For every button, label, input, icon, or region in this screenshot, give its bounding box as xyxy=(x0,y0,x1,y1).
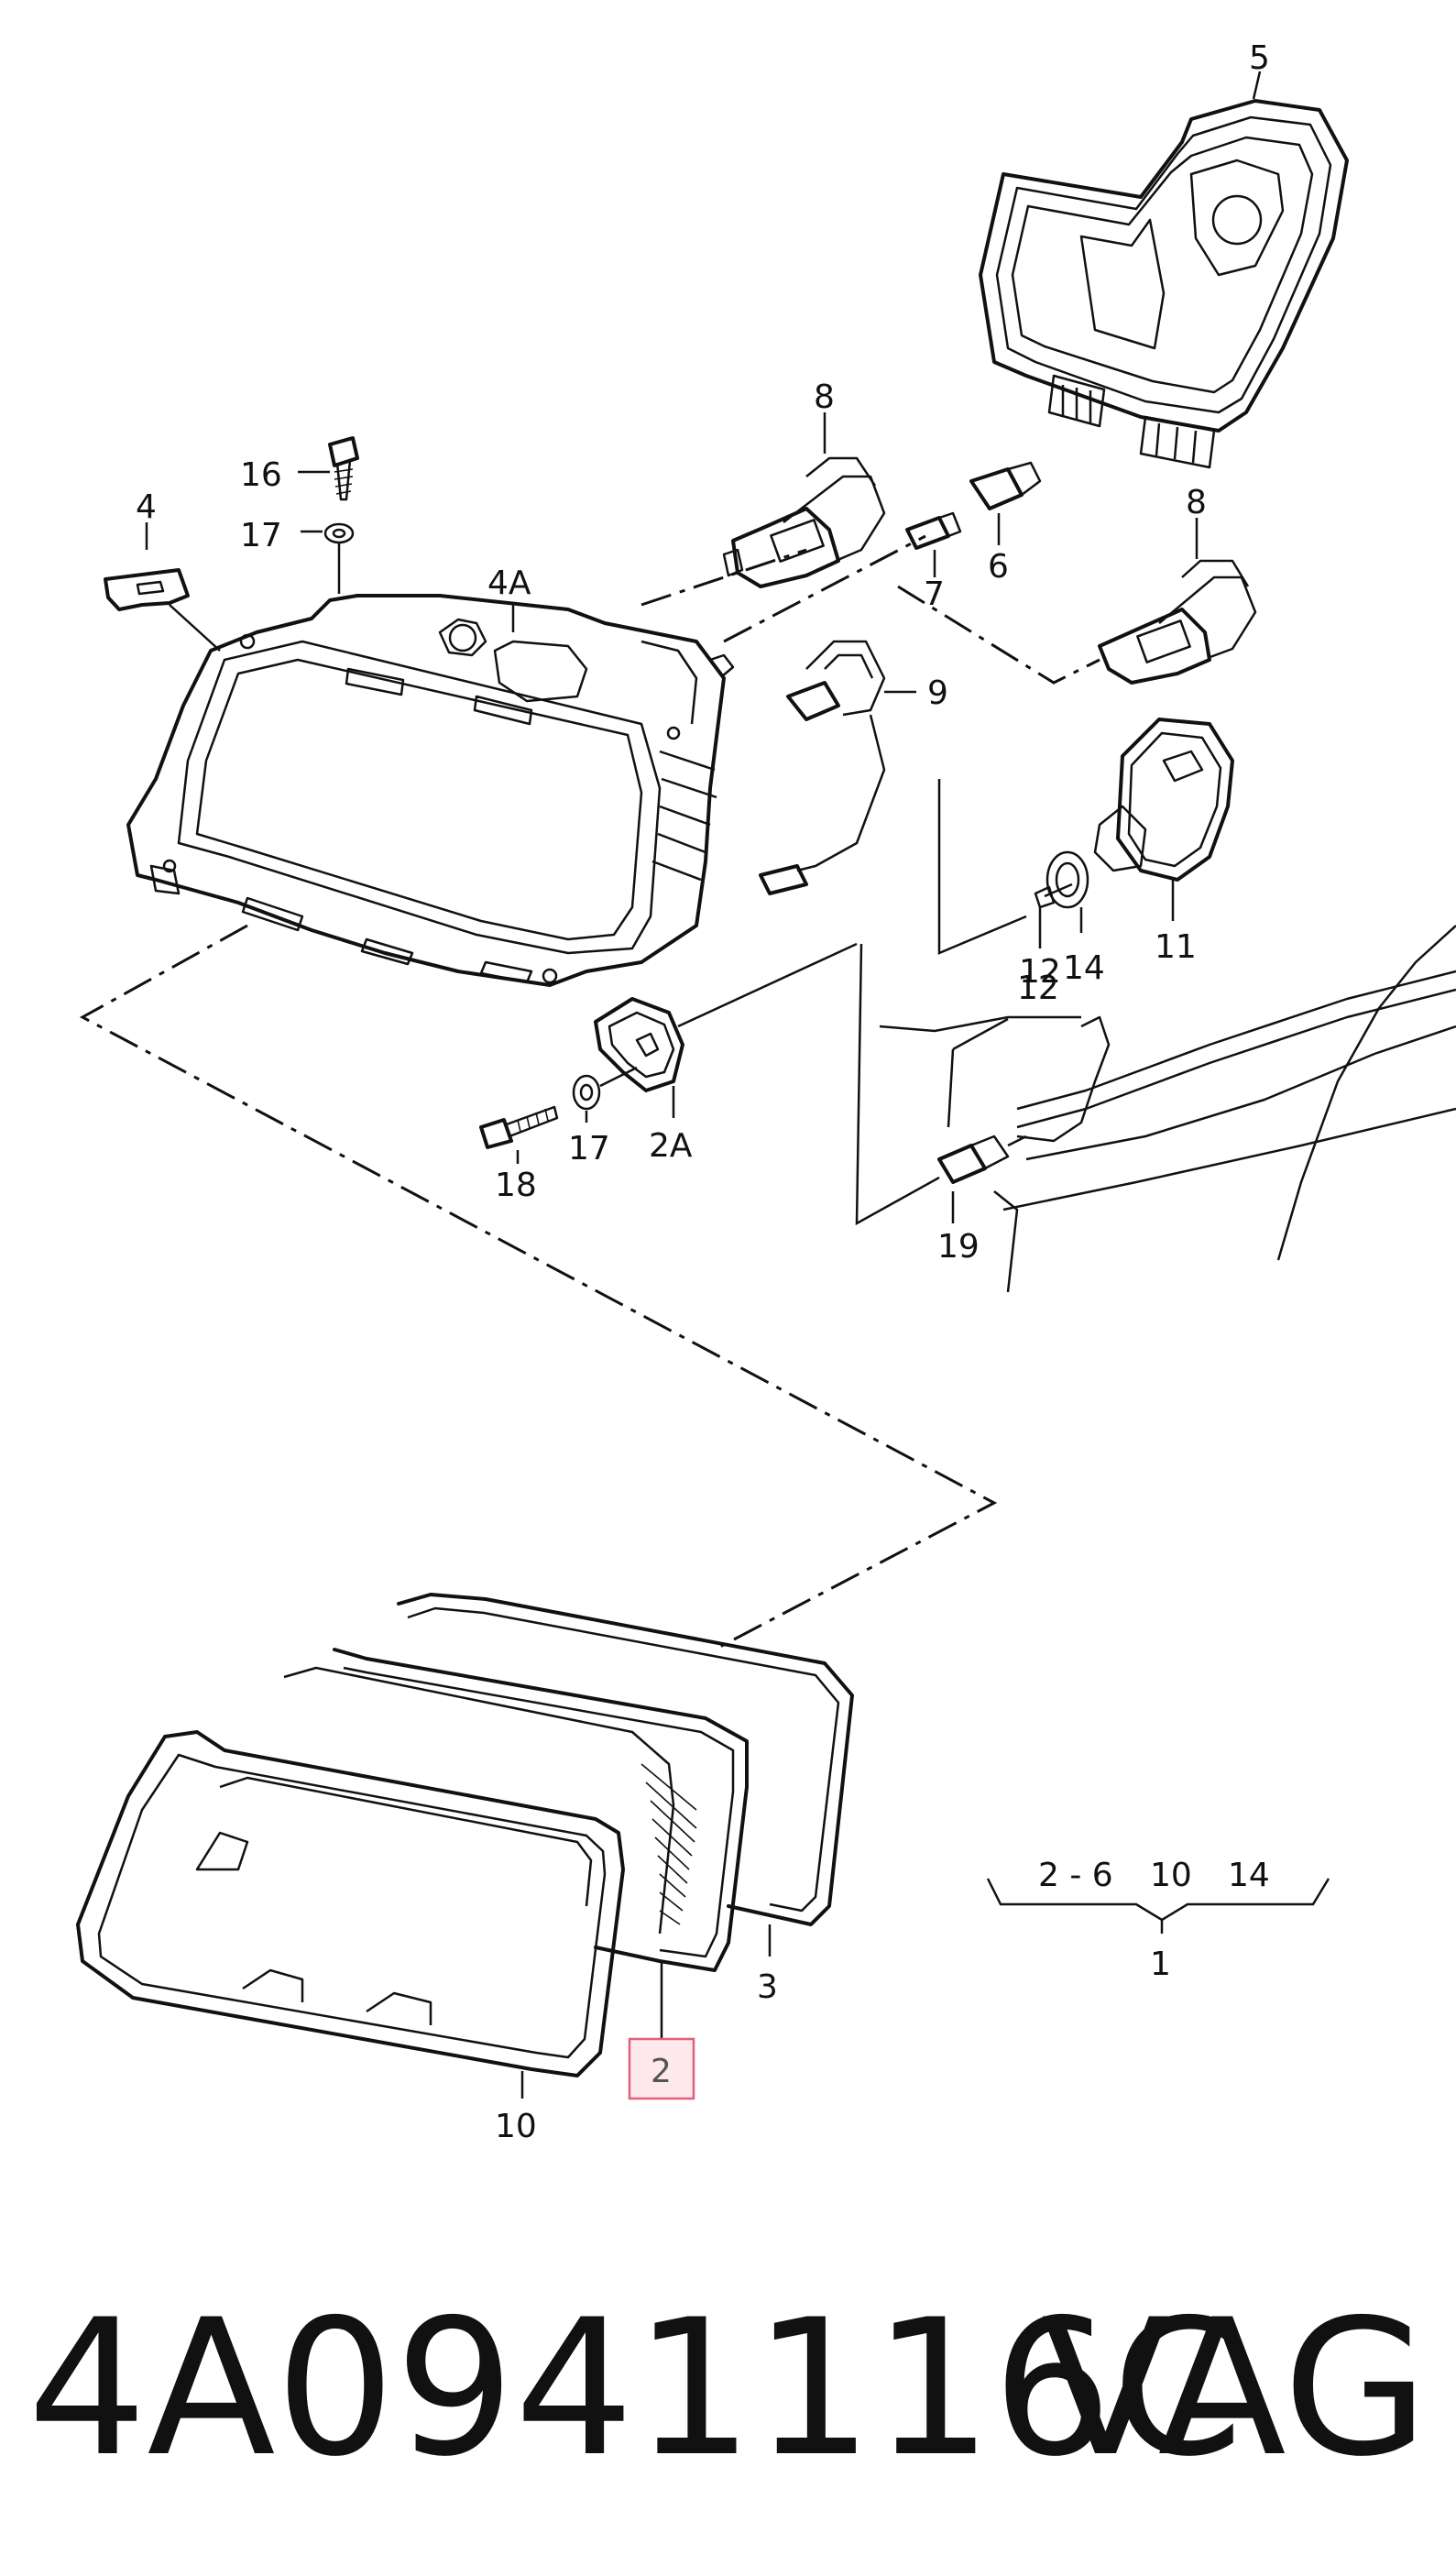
label-12: 12 xyxy=(1017,970,1059,1007)
label-2-highlight[interactable]: 2 xyxy=(628,2037,695,2100)
label-6: 6 xyxy=(988,548,1009,586)
part-2A-bracket xyxy=(594,997,684,1092)
brand-name: VAG xyxy=(1041,2280,1429,2498)
label-16: 16 xyxy=(240,456,282,494)
label-7: 7 xyxy=(924,575,945,613)
label-2A: 2A xyxy=(649,1127,693,1165)
group-label-10: 10 xyxy=(1150,1857,1192,1894)
label-8-lower: 8 xyxy=(1186,484,1207,521)
assembly-line-lens xyxy=(79,924,998,1651)
part-12-bulb-wedge xyxy=(1034,882,1073,909)
part-17-washer-lower xyxy=(572,1074,601,1111)
part-16-screw xyxy=(328,436,359,501)
part-18-screw xyxy=(479,1105,559,1149)
assembly-line-bulb xyxy=(640,548,807,607)
part-9-socket-wire xyxy=(759,640,886,895)
part-5-housing-cover xyxy=(979,99,1349,469)
car-body-corner xyxy=(879,925,1456,1293)
label-3: 3 xyxy=(757,1968,778,2006)
group-label-2-6: 2 - 6 xyxy=(1038,1857,1113,1894)
label-1: 1 xyxy=(1150,1946,1171,1983)
part-4A-headlight-housing xyxy=(126,594,735,987)
label-4A: 4A xyxy=(487,565,531,602)
label-17-top: 17 xyxy=(240,517,282,554)
label-12-lower: 12 xyxy=(1019,953,1061,991)
label-17-lower: 17 xyxy=(568,1130,610,1167)
part-3-seal xyxy=(397,1593,854,1926)
label-8-top: 8 xyxy=(814,378,835,416)
part-10-frame xyxy=(76,1730,625,2077)
part-11-lamp-housing xyxy=(1093,718,1234,882)
exploded-parts-diagram: 5 8 16 17 4 xyxy=(76,39,1456,2145)
part-2-lens xyxy=(283,1648,749,1972)
label-11: 11 xyxy=(1155,928,1197,966)
part-17-washer-upper xyxy=(323,522,355,544)
label-5: 5 xyxy=(1249,39,1270,77)
part-number: 4A0941116C xyxy=(27,2280,1243,2498)
part-8-bulb-lower xyxy=(1098,559,1257,685)
set-bracket: 2 - 6 10 14 1 xyxy=(986,1857,1330,1983)
part-8-bulb-upper xyxy=(722,456,886,588)
assembly-line-8 xyxy=(897,585,1100,685)
part-7-bulb-small xyxy=(905,511,962,550)
label-18: 18 xyxy=(495,1167,537,1204)
label-14: 14 xyxy=(1063,949,1105,987)
part-4-clip xyxy=(104,568,190,611)
group-label-14: 14 xyxy=(1228,1857,1270,1894)
label-2: 2 xyxy=(651,2053,672,2090)
part-14-gasket xyxy=(1045,850,1089,909)
part-19-holder xyxy=(937,1135,1027,1184)
label-4: 4 xyxy=(136,488,157,526)
label-10: 10 xyxy=(495,2108,537,2145)
label-9: 9 xyxy=(927,674,948,712)
assembly-line-socket xyxy=(723,534,926,643)
label-19: 19 xyxy=(937,1228,980,1266)
part-6-bulb-holder xyxy=(969,461,1042,510)
